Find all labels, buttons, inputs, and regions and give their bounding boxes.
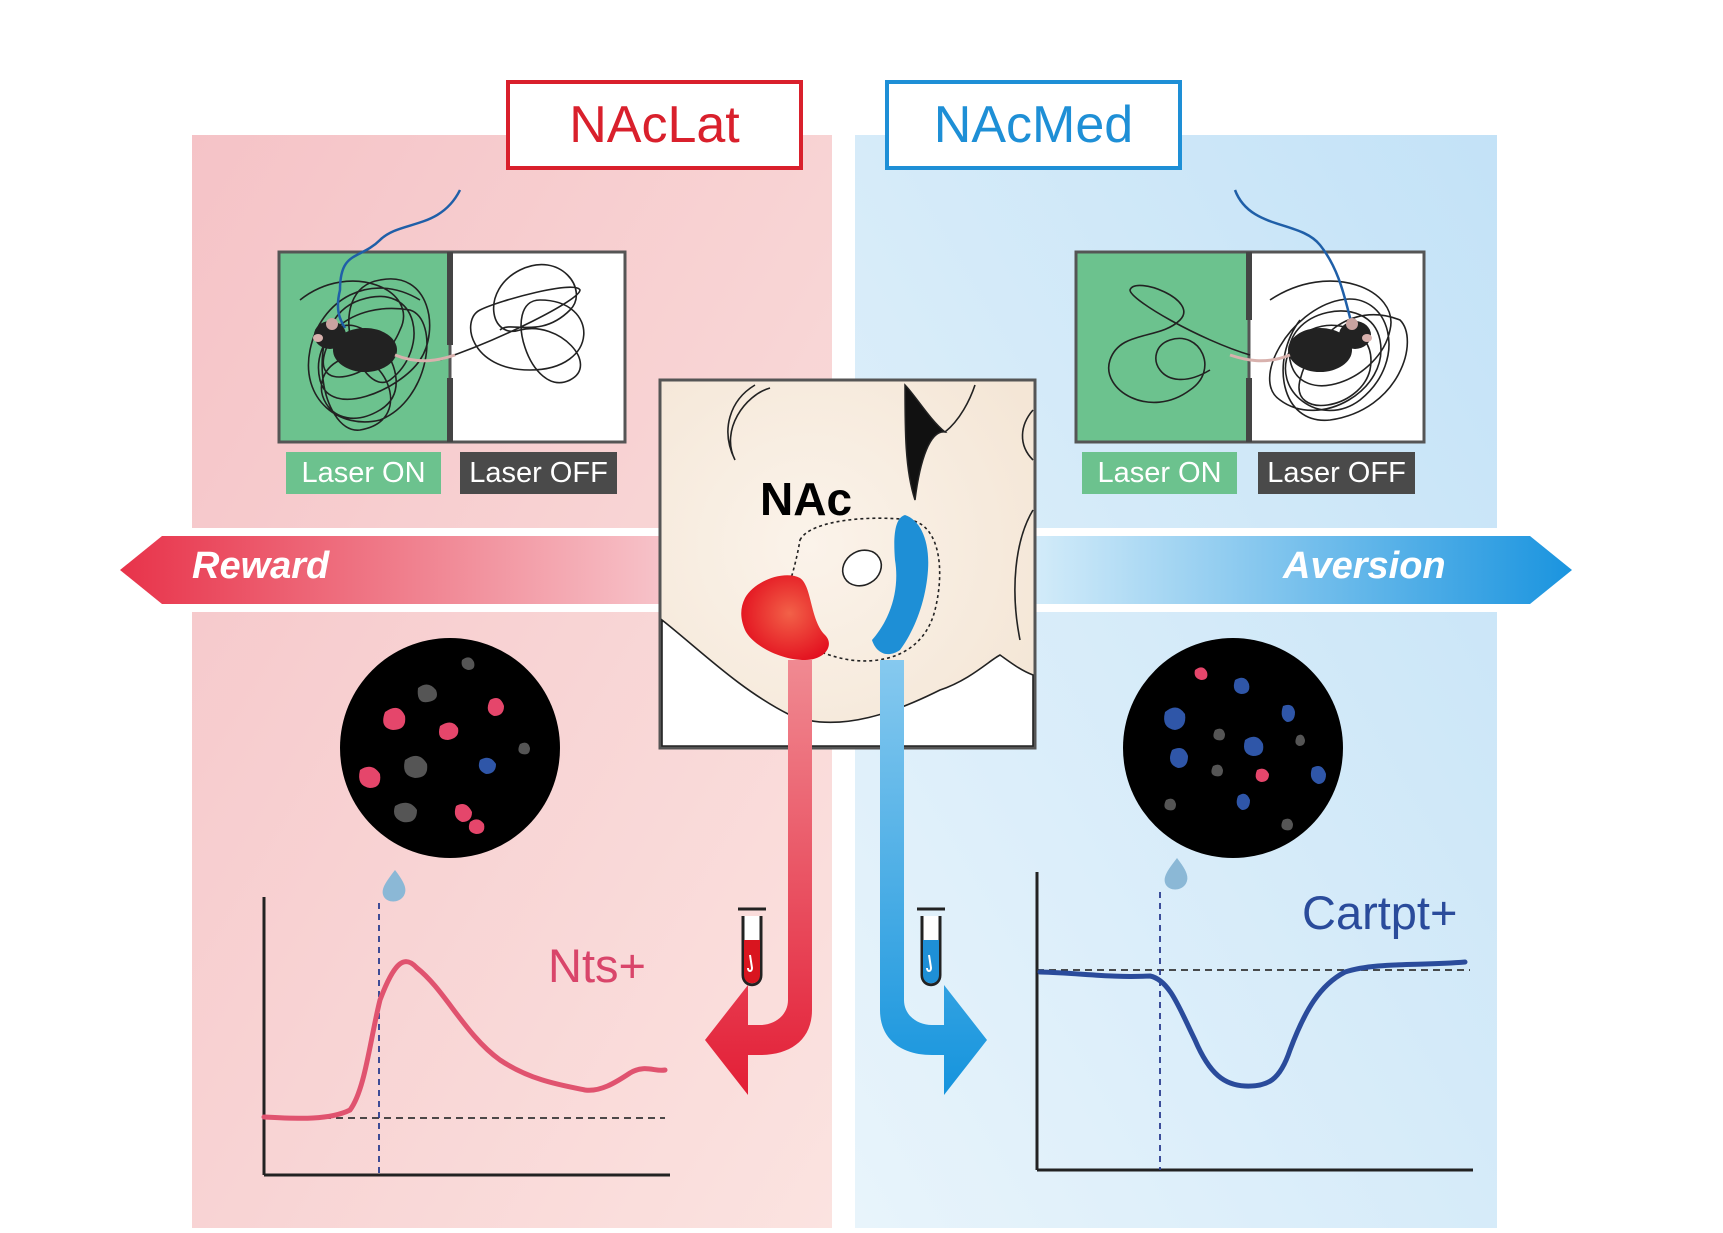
laser-off-label: Laser OFF xyxy=(469,456,608,489)
reward-label: Reward xyxy=(192,545,330,587)
right-response-plot xyxy=(1035,872,1473,1172)
chamber-on-side xyxy=(1074,250,1251,444)
right-chamber xyxy=(1074,189,1426,444)
laser-on-label: Laser ON xyxy=(1097,456,1222,489)
left-cell-population xyxy=(340,638,560,858)
mouse-icon xyxy=(1229,318,1372,372)
reward-arrow xyxy=(120,536,670,604)
nac-lat-label-box: NAcLat xyxy=(506,80,803,170)
brain-outline xyxy=(661,618,1034,747)
aversion-arrow xyxy=(1020,536,1572,604)
cartpt-marker-label: Cartpt+ xyxy=(1302,886,1458,939)
trajectory xyxy=(299,278,431,431)
mouse-icon xyxy=(313,318,456,372)
fiber-cable xyxy=(1233,189,1354,326)
nts-marker-label: Nts+ xyxy=(548,939,646,992)
nac-lat-region xyxy=(741,575,829,660)
laser-off-label: Laser OFF xyxy=(1267,456,1406,489)
blue-flow-arrow xyxy=(880,660,987,1095)
chamber-off-side xyxy=(448,250,627,444)
nac-med-region xyxy=(872,515,929,655)
red-flow-arrow xyxy=(705,660,812,1095)
laser-on-tag-right: Laser ON xyxy=(1082,452,1237,494)
anterior-commissure xyxy=(841,549,883,587)
nac-med-label: NAcMed xyxy=(933,96,1134,154)
trajectory xyxy=(1268,280,1409,421)
ventricle xyxy=(904,383,948,501)
laser-on-label: Laser ON xyxy=(301,456,426,489)
nac-outline xyxy=(774,517,941,662)
brain-section xyxy=(658,378,1037,750)
left-chamber xyxy=(277,189,627,444)
aversion-label: Aversion xyxy=(1283,545,1446,587)
trace xyxy=(261,959,668,1121)
left-response-plot xyxy=(261,897,670,1177)
laser-off-tag-left: Laser OFF xyxy=(460,452,617,494)
laser-on-tag-left: Laser ON xyxy=(286,452,441,494)
water-drop-icon xyxy=(382,870,406,902)
red-vial-icon xyxy=(738,907,766,987)
trace xyxy=(1037,959,1468,1089)
brain-outline xyxy=(727,384,771,461)
nac-label: NAc xyxy=(760,473,853,525)
blue-vial-icon xyxy=(917,907,945,987)
fiber-cable xyxy=(336,189,462,329)
water-drop-icon xyxy=(1164,858,1188,890)
brain-outline xyxy=(1014,509,1034,641)
nac-med-label-box: NAcMed xyxy=(885,80,1182,170)
brain-outline xyxy=(1021,409,1034,461)
nac-lat-label: NAcLat xyxy=(569,96,740,154)
right-cell-population xyxy=(1123,638,1343,858)
trajectory xyxy=(439,263,585,384)
brain-outline xyxy=(944,384,976,433)
laser-off-tag-right: Laser OFF xyxy=(1258,452,1415,494)
trajectory xyxy=(1107,284,1251,404)
